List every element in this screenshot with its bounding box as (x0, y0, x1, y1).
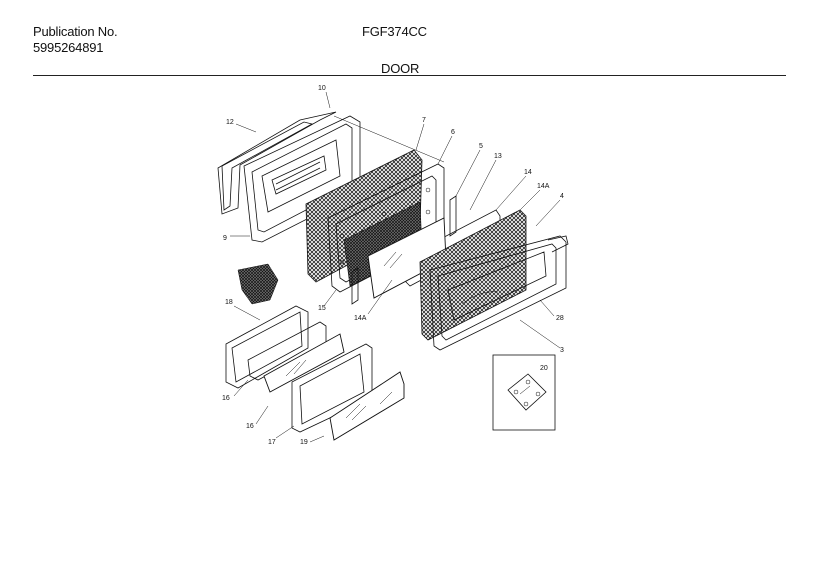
callout-5: 5 (479, 143, 483, 150)
door-frame-part (217, 111, 361, 243)
callout-28: 28 (556, 315, 564, 322)
callout-10: 10 (318, 85, 326, 92)
callout-14a-bottom: 14A (354, 315, 367, 322)
callout-16-lower: 16 (246, 423, 254, 430)
orientation-arrow (237, 263, 279, 305)
callout-3: 3 (560, 347, 564, 354)
hinge-bracket-part (492, 354, 556, 431)
leader-lines (230, 91, 561, 443)
callout-9: 9 (223, 235, 227, 242)
section-title: DOOR (381, 61, 420, 76)
callout-15: 15 (318, 305, 326, 312)
model-number: FGF374CC (362, 24, 427, 39)
publication-number: 5995264891 (33, 40, 104, 55)
publication-label: Publication No. (33, 24, 118, 39)
header-rule (33, 75, 786, 76)
callout-6: 6 (451, 129, 455, 136)
callout-14: 14 (524, 169, 532, 176)
callout-13: 13 (494, 153, 502, 160)
callout-20: 20 (540, 365, 548, 372)
outer-door-panel-part (419, 209, 569, 351)
callout-12: 12 (226, 119, 234, 126)
lower-glass-pack-part (225, 305, 405, 441)
callout-16-upper: 16 (222, 395, 230, 402)
callout-7: 7 (422, 117, 426, 124)
callout-19: 19 (300, 439, 308, 446)
callout-14a-top: 14A (537, 183, 550, 190)
callout-18: 18 (225, 299, 233, 306)
callout-17: 17 (268, 439, 276, 446)
side-bracket-part (351, 195, 457, 305)
callout-4: 4 (560, 193, 564, 200)
